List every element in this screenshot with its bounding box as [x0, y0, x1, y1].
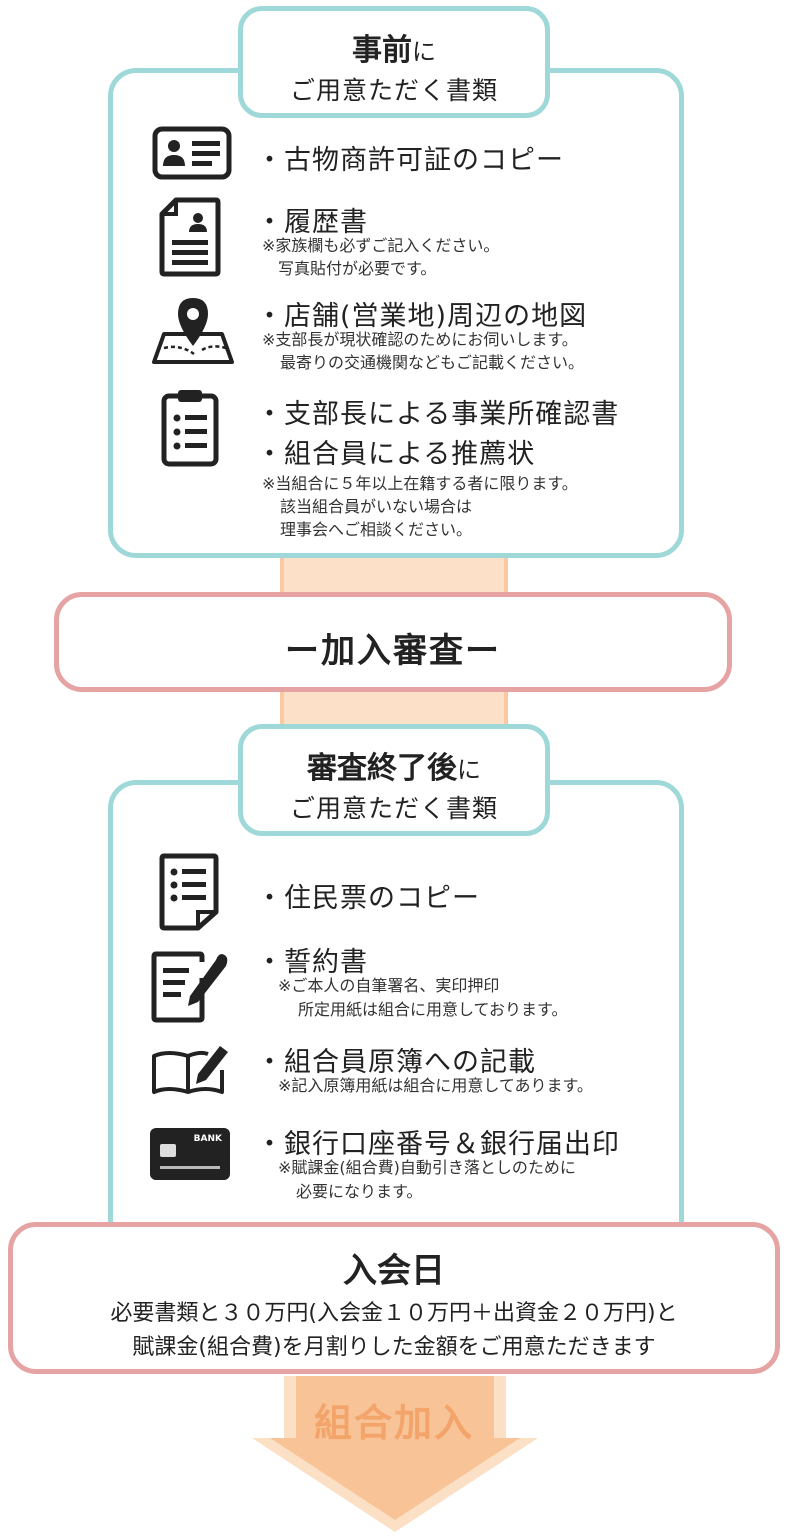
- pre-documents-title: 事前に ご用意ただく書類: [238, 6, 550, 118]
- card-chip: [160, 1144, 176, 1157]
- clipboard-checklist-icon: [161, 390, 219, 467]
- id-card-icon: [152, 126, 232, 180]
- item-branch-confirmation: ・支部長による事業所確認書: [256, 399, 620, 430]
- item-license-copy: ・古物商許可証のコピー: [256, 145, 564, 176]
- bank-card-icon: BANK: [150, 1128, 230, 1180]
- map-note-1: ※支部長が現状確認のためにお伺いします。: [262, 330, 578, 349]
- recommendation-note-2: 該当組合員がいない場合は: [280, 497, 473, 516]
- item-member-register: ・組合員原簿への記載: [256, 1047, 536, 1078]
- join-day-box: 入会日 必要書類と３０万円(入会金１０万円＋出資金２０万円)と 賦課金(組合費)…: [8, 1222, 780, 1374]
- bank-note-1: ※賦課金(組合費)自動引き落としのために: [278, 1158, 576, 1177]
- join-arrow: [252, 1376, 538, 1532]
- join-arrow-label: 組合加入: [313, 1401, 474, 1445]
- pledge-note-2: 所定用紙は組合に用意しております。: [298, 1000, 568, 1019]
- item-store-map: ・店舗(営業地)周辺の地図: [256, 301, 588, 332]
- recommendation-note-1: ※当組合に５年以上在籍する者に限ります。: [262, 474, 578, 493]
- resume-note-2: 写真貼付が必要です。: [278, 259, 437, 278]
- post-title-line2: ご用意ただく書類: [289, 794, 498, 823]
- recommendation-note-3: 理事会へご相談ください。: [280, 520, 473, 539]
- pledge-sign-icon: [151, 951, 228, 1023]
- item-recommendation-letter: ・組合員による推薦状: [256, 439, 536, 470]
- join-day-line2: 賦課金(組合費)を月割りした金額をご用意ただきます: [132, 1335, 656, 1360]
- post-title-strong: 審査終了後: [307, 751, 457, 786]
- open-book-pen-icon: [152, 1046, 228, 1094]
- map-note-2: 最寄りの交通機関などもご記載ください。: [280, 353, 585, 372]
- join-day-title: 入会日: [343, 1251, 445, 1291]
- pre-title-line2: ご用意ただく書類: [289, 76, 498, 105]
- review-box: ー加入審査ー: [54, 592, 732, 692]
- register-note-1: ※記入原簿用紙は組合に用意してあります。: [278, 1076, 593, 1095]
- post-title-suffix: に: [457, 756, 481, 784]
- map-pin-icon: [152, 298, 234, 364]
- pledge-note-1: ※ご本人の自筆署名、実印押印: [278, 976, 500, 995]
- resume-document-icon: [159, 197, 221, 277]
- post-documents-title: 審査終了後に ご用意ただく書類: [238, 724, 550, 836]
- resume-note-1: ※家族欄も必ずご記入ください。: [262, 236, 500, 255]
- bank-note-2: 必要になります。: [296, 1182, 423, 1201]
- document-list-icon: [159, 853, 219, 931]
- item-pledge: ・誓約書: [256, 947, 368, 978]
- card-label: BANK: [193, 1134, 222, 1144]
- review-label: ー加入審査ー: [285, 631, 501, 671]
- item-resume: ・履歴書: [256, 207, 368, 238]
- item-bank-account: ・銀行口座番号＆銀行届出印: [256, 1129, 620, 1160]
- pre-title-strong: 事前: [352, 33, 412, 68]
- item-resident-record-copy: ・住民票のコピー: [256, 883, 480, 914]
- pre-title-suffix: に: [412, 38, 436, 66]
- join-day-line1: 必要書類と３０万円(入会金１０万円＋出資金２０万円)と: [110, 1301, 678, 1326]
